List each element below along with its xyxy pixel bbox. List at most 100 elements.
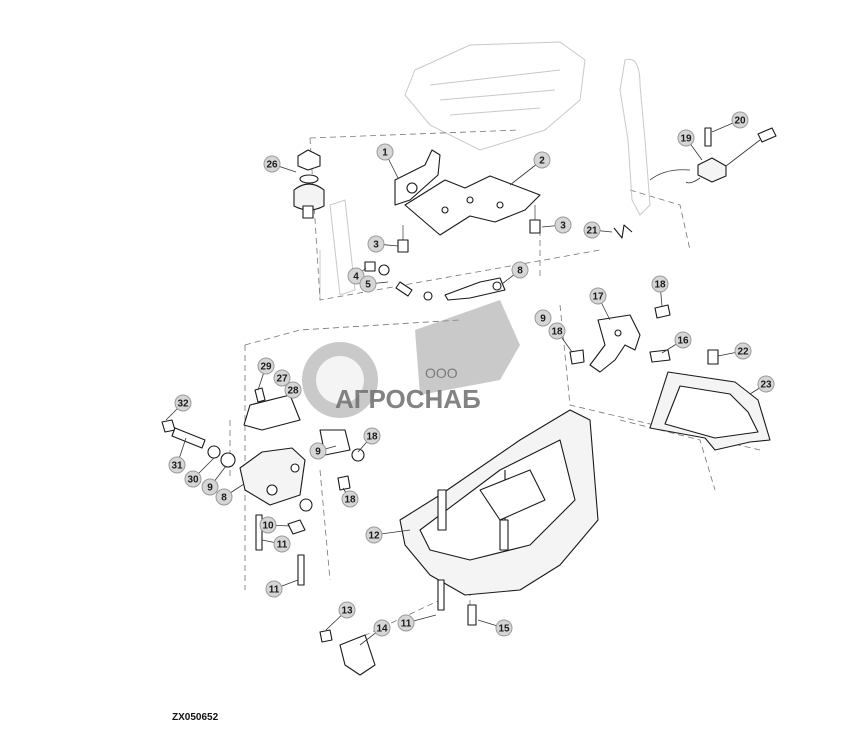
callout-label: 20 [734,116,746,127]
callout-label: 22 [737,347,749,358]
callout-circle [554,216,572,234]
callout-circle [363,427,381,445]
callout-circle [589,287,607,305]
callout-circle [201,478,219,496]
part-4-5-hardware [364,261,433,301]
callout-label: 3 [373,240,379,251]
callout-label: 12 [368,531,380,542]
background-frame-outline [319,41,586,300]
part-15-bolt [467,604,477,626]
callout-label: 18 [344,495,356,506]
callout-circle [533,151,551,169]
callout-label: 26 [266,160,278,171]
part-22-screw [707,349,719,365]
callout-label: 32 [177,399,189,410]
callout-label: 30 [187,475,199,486]
callout-label: 28 [287,386,299,397]
callout-circle [495,619,513,637]
part-18-bolt-left [319,429,365,491]
callout-label: 8 [517,266,523,277]
part-13-nut [319,629,333,643]
callout-label: 9 [315,447,321,458]
callout-label: 17 [592,292,604,303]
callout-label: 13 [341,606,353,617]
callout-label: 3 [560,221,566,232]
part-1-bracket [394,149,441,206]
callout-circle [347,267,365,285]
callout-label: 21 [586,226,598,237]
part-3-bolts [397,205,541,253]
part-9-washer [299,498,313,512]
part-32-31-30-hardware [161,419,236,468]
callout-label: 31 [171,461,183,472]
part-16-bolt [649,349,671,363]
callout-label: 8 [221,493,227,504]
callout-circle [284,381,302,399]
callout-label: 15 [498,624,510,635]
callout-circle [341,490,359,508]
callout-label: 5 [365,280,371,291]
callout-circle [215,488,233,506]
callout-circle [338,601,356,619]
part-20-screw [704,127,712,147]
part-18-bolts [569,304,671,365]
callout-label: 11 [401,619,412,630]
part-12-console [399,409,599,596]
part-29-27-28-links [243,387,301,431]
part-23-panel [649,371,771,451]
callout-circle [677,129,695,147]
callout-label: 1 [382,148,388,159]
callout-circle [397,614,415,632]
watermark-logo: ООО АГРОСНАБ [302,300,520,418]
part-2-plate [404,175,541,236]
callout-circle [309,442,327,460]
part-21-spring [613,224,633,239]
callout-circle [257,357,275,375]
callout-label: 9 [540,314,546,325]
part-lever-handle [619,58,651,216]
part-8-bracket-left [239,447,306,506]
callout-circle [273,369,291,387]
part-19-switch [685,127,777,184]
callout-label: 2 [539,156,545,167]
callout-circle [534,309,552,327]
callout-circle [259,516,277,534]
part-17-bracket [589,314,641,373]
callout-circle [548,322,566,340]
callout-circle [373,619,391,637]
part-26-mount [293,149,325,219]
callout-label: 14 [376,624,388,635]
callout-circle [174,394,192,412]
callout-label: 19 [680,134,692,145]
callout-circle [359,275,377,293]
callout-label: 27 [276,374,288,385]
callout-circle [757,375,775,393]
callout-label: 29 [260,362,272,373]
callout-circle [674,331,692,349]
watermark-name: АГРОСНАБ [335,384,481,414]
callout-circle [265,580,283,598]
callout-circle [651,275,669,293]
callout-label: 10 [262,521,274,532]
callout-label: 9 [207,483,213,494]
part-10-nut [287,519,306,535]
callout-label: 11 [269,585,280,596]
figure-id: ZX050652 [172,712,219,723]
part-14-clip [339,634,376,676]
callout-circle [273,535,291,553]
callout-label: 16 [677,336,689,347]
callout-circle [365,526,383,544]
callout-label: 23 [760,380,772,391]
callout-circle [583,221,601,239]
callout-label: 4 [353,272,359,283]
watermark-ooo: ООО [425,365,458,381]
callout-label: 18 [654,280,666,291]
callouts-layer: 1233458926212019171818162223292728323130… [165,111,775,646]
callout-circle [168,456,186,474]
callout-circle [511,261,529,279]
arrow-switch [649,169,691,181]
callout-label: 18 [551,327,563,338]
callout-circle [263,155,281,173]
callout-circle [731,111,749,129]
